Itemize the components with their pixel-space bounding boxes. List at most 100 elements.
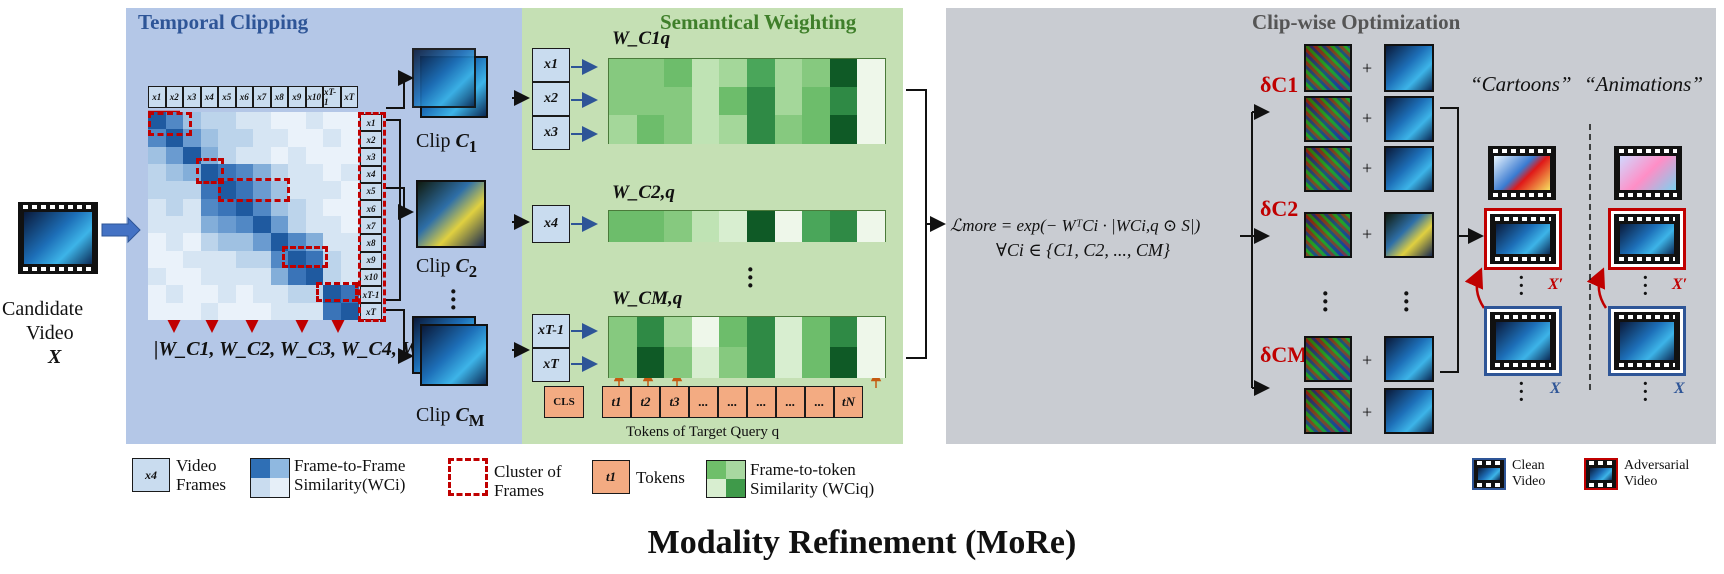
left-clean-ellipsis: ··· (1518, 373, 1525, 411)
sim-cell (323, 268, 341, 286)
frame-token-top-7: x7 (253, 86, 271, 108)
clean-frame-6 (1384, 388, 1434, 434)
f2t-cell (719, 347, 748, 378)
sim-cell (270, 129, 289, 148)
sim-cell (165, 250, 184, 269)
loss-quantifier: ∀Ci ∈ {C1, C2, ..., CM} (996, 240, 1171, 260)
adv-label-right: X′ (1672, 276, 1688, 293)
f2t-cell (664, 59, 693, 88)
retrieved-video-cartoons (1488, 146, 1556, 200)
sim-cell (305, 198, 324, 217)
frame-token-top-6: x6 (235, 86, 253, 108)
query-animations: “Animations” (1584, 72, 1704, 96)
sim-cell (305, 146, 324, 165)
sim-cell (288, 216, 306, 234)
sim-cell (148, 250, 166, 269)
sim-cell (200, 268, 219, 286)
clipwise-optimization-title: Clip-wise Optimization (1252, 10, 1461, 34)
cluster-box-c1 (148, 112, 192, 136)
sim-cell (340, 302, 359, 321)
sim-cell (235, 112, 254, 130)
clean-frame-2 (1384, 96, 1434, 142)
f2t-cell (829, 115, 858, 144)
sim-cell (340, 129, 359, 148)
sim-cell (218, 285, 236, 304)
sim-cell (288, 285, 306, 304)
sim-cell (253, 198, 271, 217)
frame-token-heatmap-cm (608, 316, 886, 378)
sim-cell (235, 302, 254, 321)
sem-frame-x2: x2 (532, 82, 570, 116)
plus-6: + (1362, 402, 1373, 422)
f2t-cell (609, 317, 638, 348)
clip-2-sym: C (455, 255, 469, 277)
weight-label-c2: W_C2,q (612, 182, 675, 203)
legend-cluster-text: Cluster of Frames (494, 462, 562, 500)
sim-cell (148, 268, 166, 286)
sim-cell (183, 285, 201, 304)
sim-cell (165, 146, 184, 165)
sim-cell (218, 302, 236, 321)
input-arrow (101, 216, 141, 244)
adversarial-video-cartoons-strip (1490, 214, 1556, 264)
legend-f2t-icon (706, 460, 746, 498)
sim-cell (340, 233, 359, 252)
token-2: t2 (631, 386, 660, 418)
f2t-cell (609, 59, 638, 88)
sim-cell (305, 164, 324, 182)
clip-m-label: Clip CM (416, 404, 485, 431)
sim-cell (253, 129, 271, 148)
token-3: t3 (660, 386, 689, 418)
sim-cell (218, 198, 236, 217)
sim-cell (305, 129, 324, 148)
candidate-video-thumbnail (18, 202, 98, 274)
legend-f2f-icon (250, 458, 290, 498)
legend-adversarial-video-icon (1584, 458, 1618, 490)
query-cartoons: “Cartoons” (1470, 72, 1572, 96)
adv-label-left: X′ (1548, 276, 1564, 293)
sim-cell (270, 302, 289, 321)
legend-f2t-text: Frame-to-token Similarity (WCiq) (750, 460, 875, 498)
cluster-box-c2 (196, 158, 224, 184)
adversarial-video-animations-strip (1614, 214, 1680, 264)
token-5: ... (718, 386, 747, 418)
sim-cell (148, 164, 166, 182)
f2t-cell (719, 211, 748, 242)
sim-cell (235, 233, 254, 252)
sim-cell (253, 285, 271, 304)
clean-ellipsis: ··· (1402, 279, 1411, 324)
sim-cell (235, 268, 254, 286)
sim-cell (165, 164, 184, 182)
clip-ellipsis: ··· (449, 277, 458, 322)
delta-c1-frame-1 (1304, 44, 1352, 92)
plus-5: + (1362, 350, 1373, 370)
sim-cell (183, 233, 201, 252)
f2t-cell (829, 347, 858, 378)
f2t-cell (747, 347, 776, 378)
frame-token-top-1: x1 (148, 86, 166, 108)
sim-cell (305, 250, 324, 269)
delta-c2: δC2 (1260, 196, 1299, 221)
sim-cell (200, 129, 219, 148)
sim-cell (323, 146, 341, 165)
f2t-cell (774, 115, 803, 144)
f2t-cell (857, 115, 886, 144)
f2t-cell (609, 347, 638, 378)
sim-cell (253, 233, 271, 252)
frame-token-top-2: x2 (165, 86, 183, 108)
clip-1-sub: 1 (468, 137, 478, 156)
clip-1-label: Clip C1 (416, 130, 477, 157)
left-adv-ellipsis: ··· (1518, 267, 1525, 305)
sim-cell (165, 216, 184, 234)
token-1: t1 (602, 386, 631, 418)
frame-token-side-5: x5 (360, 182, 382, 200)
sim-cell (305, 216, 324, 234)
sim-cell (340, 181, 359, 200)
sem-frame-x3: x3 (532, 116, 570, 150)
delta-ellipsis: ··· (1321, 279, 1330, 324)
sim-cell (340, 250, 359, 269)
sim-cell (323, 216, 341, 234)
sim-cell (340, 164, 359, 182)
clip-m-thumbnail (420, 324, 488, 386)
f2t-cell (747, 211, 776, 242)
